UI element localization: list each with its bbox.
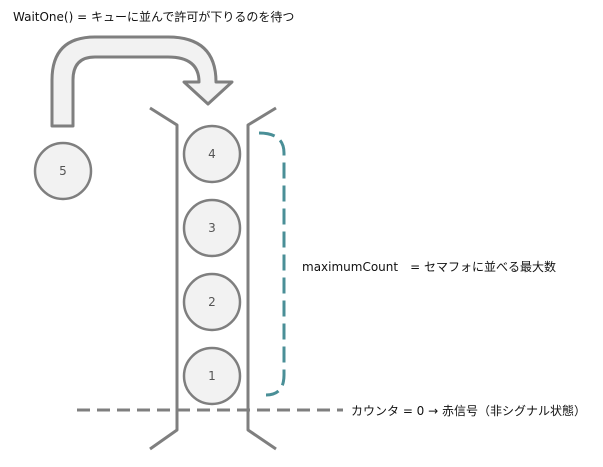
queue-token-number: 4 xyxy=(208,147,216,161)
queue-right-wall xyxy=(246,106,277,451)
queue-token: 1 xyxy=(182,346,242,406)
waiting-token-number: 5 xyxy=(59,164,67,178)
queue-token: 4 xyxy=(182,124,242,184)
queue-left-wall xyxy=(149,106,179,451)
queue-token-number: 2 xyxy=(208,295,216,309)
queue-tokens: 4 3 2 1 xyxy=(182,124,242,406)
waitone-label: WaitOne() = キューに並んで許可が下りるのを待つ xyxy=(13,9,294,24)
maximum-count-bracket xyxy=(258,131,286,397)
enqueue-arrow xyxy=(50,35,234,128)
waiting-token: 5 xyxy=(33,141,93,201)
queue-token-number: 3 xyxy=(208,221,216,235)
counter-label: カウンタ = 0 → 赤信号（非シグナル状態） xyxy=(351,403,586,418)
queue-token: 2 xyxy=(182,272,242,332)
queue-token-number: 1 xyxy=(208,369,216,383)
maximum-count-label: maximumCount = セマフォに並べる最大数 xyxy=(302,259,556,274)
queue-token: 3 xyxy=(182,198,242,258)
